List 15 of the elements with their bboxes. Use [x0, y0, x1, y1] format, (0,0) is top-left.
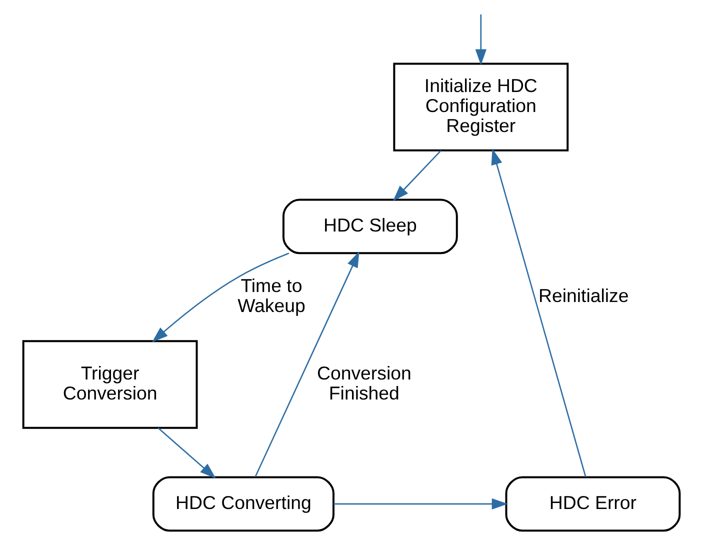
edge-label: Reinitialize [538, 285, 628, 306]
arrow [152, 252, 289, 342]
arrow [254, 251, 359, 478]
arrow [490, 148, 586, 478]
node-box: HDC Error [504, 476, 680, 532]
edge-label: Time to Wakeup [237, 275, 305, 316]
arrow [333, 498, 508, 510]
arrow [474, 14, 486, 66]
node-box: HDC Converting [152, 476, 334, 532]
edge-label: Conversion Finished [316, 362, 411, 404]
arrow [157, 428, 216, 478]
node-box: Initialize HDC Configuration Register [392, 62, 568, 152]
node-box: HDC Sleep [282, 198, 458, 254]
arrow [392, 150, 441, 202]
node-box: Trigger Conversion [22, 340, 198, 429]
